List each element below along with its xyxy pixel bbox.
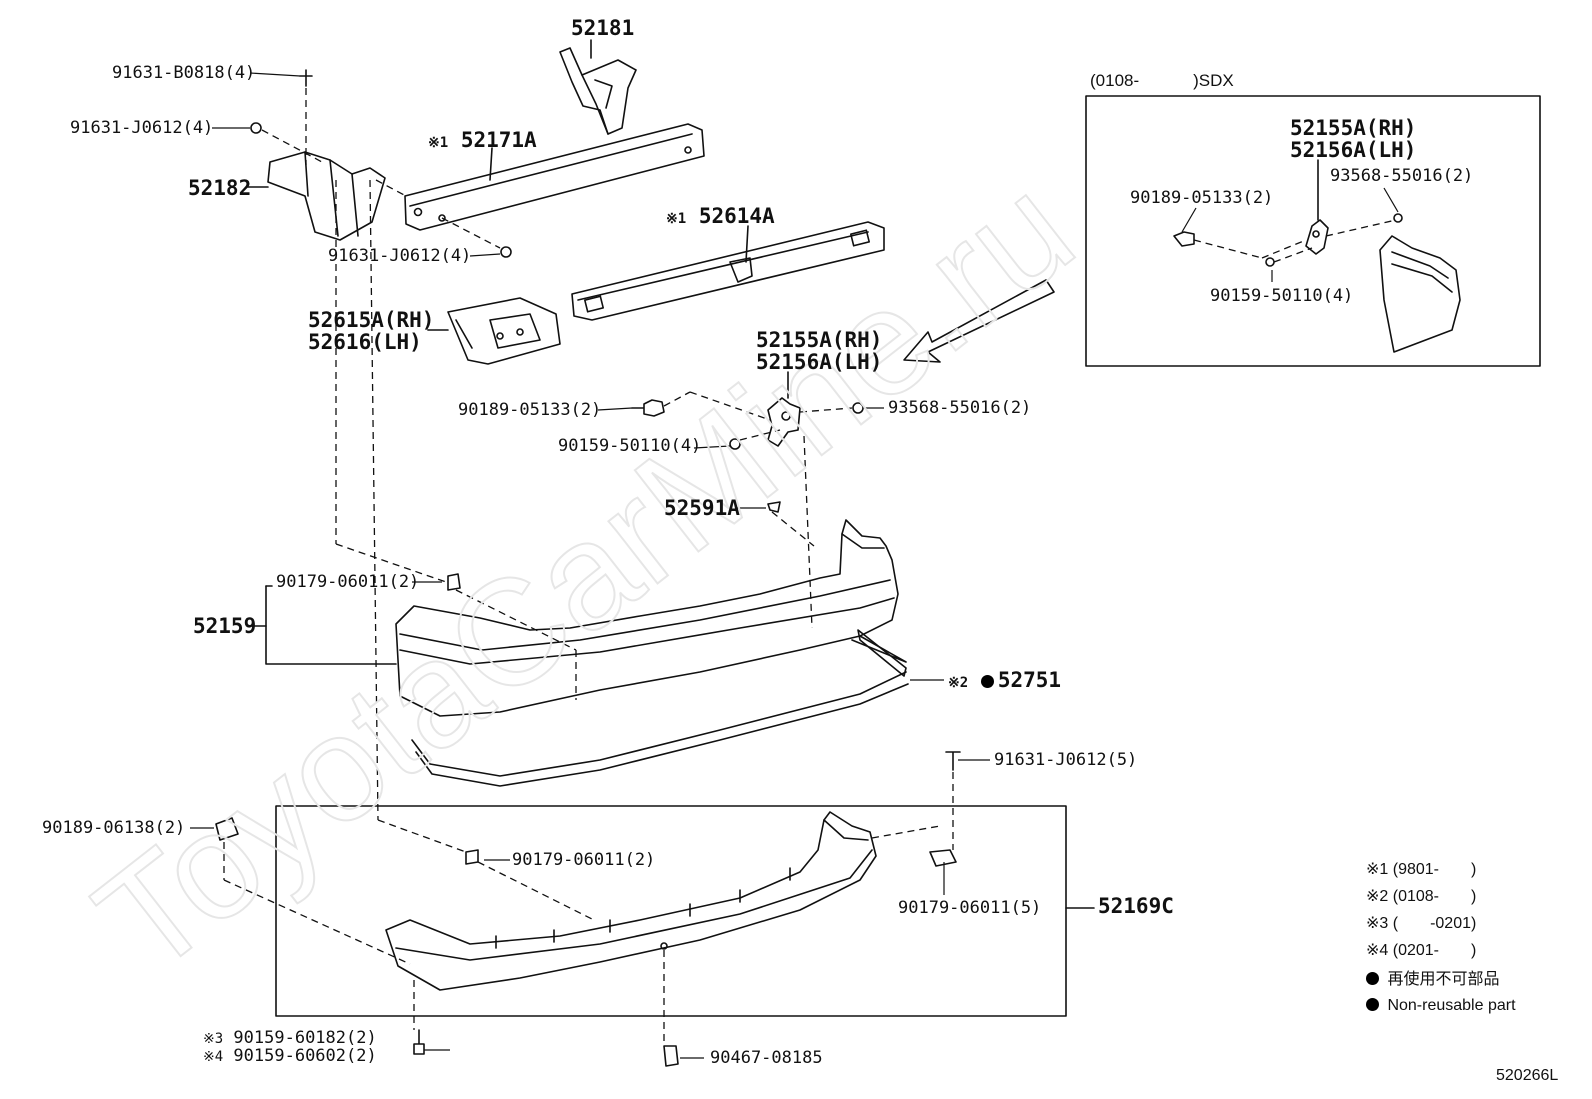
legend-nonreusable-en: Non-reusable part xyxy=(1366,996,1516,1016)
inset-box xyxy=(1085,95,1541,367)
part-label-52169C[interactable]: 52169C xyxy=(1098,894,1174,918)
part-number-52751: 52751 xyxy=(997,668,1062,692)
inset-caption: (0108- )SDX xyxy=(1090,71,1234,91)
direction-arrow xyxy=(903,279,1055,363)
part-number-90159-60182: 90159-60182(2) xyxy=(233,1028,377,1048)
part-label-90467-08185[interactable]: 90467-08185 xyxy=(710,1048,823,1068)
part-label-90159-50110[interactable]: 90159-50110(4) xyxy=(558,436,702,456)
screw-90159-50110-drawing xyxy=(729,438,741,450)
part-number-52614A: 52614A xyxy=(698,204,775,228)
assembly-lines xyxy=(223,88,1397,1044)
clip-90467-08185-drawing xyxy=(663,1045,679,1067)
part-label-93568-55016[interactable]: 93568-55016(2) xyxy=(888,398,1032,418)
part-label-91631-J0612-b[interactable]: 91631-J0612(4) xyxy=(328,246,472,266)
retainer-52615A-drawing xyxy=(427,297,561,365)
part-number-90159-60602: 90159-60602(2) xyxy=(233,1046,377,1066)
part-label-90189-05133[interactable]: 90189-05133(2) xyxy=(458,400,602,420)
inset-label-90189-05133[interactable]: 90189-05133(2) xyxy=(1130,188,1274,208)
bracket-52155A-drawing xyxy=(767,371,801,447)
reinforcement-52171A-drawing xyxy=(404,123,705,231)
part-label-91631-J0612-a[interactable]: 91631-J0612(4) xyxy=(70,118,214,138)
part-label-52171A[interactable]: ※1 52171A xyxy=(428,128,537,155)
non-reusable-dot-icon xyxy=(1366,998,1379,1011)
screw-91631-J0612-c-drawing xyxy=(945,751,961,771)
assembly-52169C-box xyxy=(275,805,1067,1017)
bracket-52182-drawing xyxy=(247,151,386,241)
clip-52591A-drawing xyxy=(767,501,781,513)
part-label-52155A[interactable]: 52155A(RH) xyxy=(756,328,883,352)
nut-90179-06011-c-drawing xyxy=(929,849,957,867)
part-label-52181[interactable]: 52181 xyxy=(571,16,635,40)
lower-bumper-52169C-drawing xyxy=(385,811,877,991)
screw-90159-60182-drawing xyxy=(413,1029,425,1055)
inset-caption-left: (0108- xyxy=(1090,71,1140,90)
screw-91631-B0818-drawing xyxy=(299,69,313,87)
part-label-90159-60182[interactable]: ※3 90159-60182(2) xyxy=(203,1028,377,1049)
inset-label-93568-55016[interactable]: 93568-55016(2) xyxy=(1330,166,1474,186)
part-number-52171A: 52171A xyxy=(460,128,537,152)
non-reusable-dot-icon xyxy=(1366,972,1379,985)
legend-nonreusable-ja: 再使用不可部品 xyxy=(1366,970,1499,990)
note-mark-1-a: ※1 xyxy=(428,135,449,151)
inset-label-52156A[interactable]: 52156A(LH) xyxy=(1290,138,1417,162)
legend-nonreusable-en-text: Non-reusable part xyxy=(1387,997,1516,1014)
legend-note-3: ※3 ( -0201) xyxy=(1366,915,1477,932)
part-label-52751[interactable]: ※2 52751 xyxy=(948,668,1061,695)
part-label-90179-06011-b[interactable]: 90179-06011(2) xyxy=(512,850,656,870)
legend-note-4: ※4 (0201- ) xyxy=(1366,942,1477,959)
part-label-90179-06011-a[interactable]: 90179-06011(2) xyxy=(276,572,420,592)
inset-bumper-drawing xyxy=(1173,159,1461,353)
legend-note-1: ※1 (9801- ) xyxy=(1366,861,1477,878)
nut-93568-55016-drawing xyxy=(852,402,864,414)
clip-90179-06011-b-drawing xyxy=(447,573,461,591)
clip-90189-06138-drawing xyxy=(215,817,239,841)
clip-90189-05133-drawing xyxy=(631,399,665,417)
note-mark-3: ※3 xyxy=(203,1031,224,1047)
leader-lines xyxy=(190,72,1399,1059)
inset-label-90159-50110[interactable]: 90159-50110(4) xyxy=(1210,286,1354,306)
legend-nonreusable-ja-text: 再使用不可部品 xyxy=(1387,971,1500,988)
part-label-90189-06138[interactable]: 90189-06138(2) xyxy=(42,818,186,838)
part-label-52614A[interactable]: ※1 52614A xyxy=(666,204,775,231)
part-label-52182[interactable]: 52182 xyxy=(188,176,252,200)
screw-91631-J0612-b-drawing xyxy=(500,246,512,258)
part-label-52156A[interactable]: 52156A(LH) xyxy=(756,350,883,374)
bumper-cover-52159-drawing xyxy=(395,519,907,717)
inset-label-52155A[interactable]: 52155A(RH) xyxy=(1290,116,1417,140)
diagram-code: 520266L xyxy=(1496,1067,1559,1084)
bracket-52181-drawing xyxy=(559,39,637,135)
part-label-52591A[interactable]: 52591A xyxy=(664,496,740,520)
part-label-91631-J0612-c[interactable]: 91631-J0612(5) xyxy=(994,750,1138,770)
part-label-90179-06011-c[interactable]: 90179-06011(5) xyxy=(898,898,1042,918)
note-mark-4: ※4 xyxy=(203,1049,224,1065)
part-label-91631-B0818[interactable]: 91631-B0818(4) xyxy=(112,63,256,83)
absorber-52614A-drawing xyxy=(571,221,885,321)
seal-52751-drawing xyxy=(857,629,907,677)
part-label-90159-60602[interactable]: ※4 90159-60602(2) xyxy=(203,1046,377,1067)
clip-90179-06011-drawing xyxy=(465,849,479,865)
note-mark-1-b: ※1 xyxy=(666,211,687,227)
note-mark-2: ※2 xyxy=(948,675,969,691)
part-label-52615A[interactable]: 52615A(RH) xyxy=(308,308,435,332)
part-label-52159[interactable]: 52159 xyxy=(193,614,257,638)
non-reusable-dot-icon xyxy=(980,675,994,688)
legend-note-2: ※2 (0108- ) xyxy=(1366,888,1477,905)
screw-91631-J0612-a-drawing xyxy=(250,122,262,134)
part-label-52616[interactable]: 52616(LH) xyxy=(308,330,422,354)
inset-caption-right: )SDX xyxy=(1193,71,1234,90)
